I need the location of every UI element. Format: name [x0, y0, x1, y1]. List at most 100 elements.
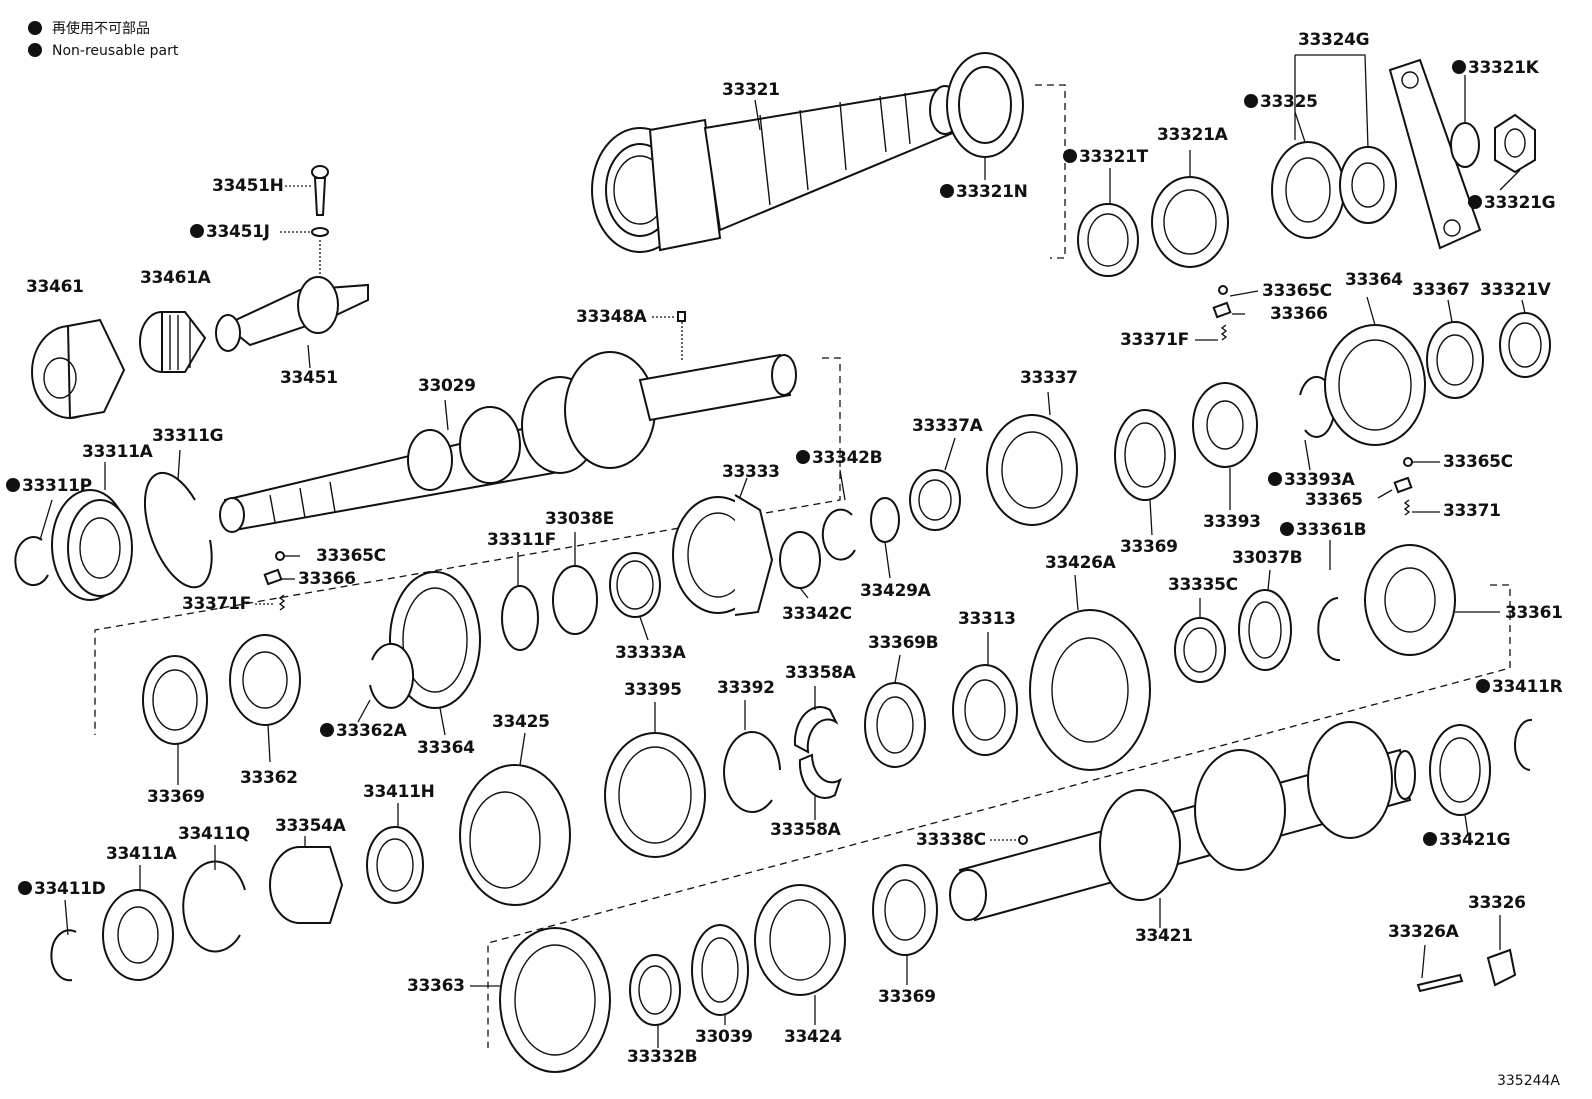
key-33365: [1393, 476, 1413, 494]
part-label-33321N[interactable]: 33321N: [940, 182, 1028, 202]
part-label-33321G[interactable]: 33321G: [1468, 193, 1556, 213]
part-label-33371[interactable]: 33371: [1443, 501, 1501, 521]
part-label-33335C[interactable]: 33335C: [1168, 575, 1238, 595]
part-label-33364[interactable]: 33364: [417, 738, 475, 758]
gear-33395: [604, 732, 706, 858]
bearing-33337A: [909, 469, 961, 531]
assembly-boundary-input: [94, 357, 841, 735]
part-label-33326[interactable]: 33326: [1468, 893, 1526, 913]
bracket-33326: [1486, 948, 1517, 987]
part-label-33421[interactable]: 33421: [1135, 926, 1193, 946]
part-label-33324G[interactable]: 33324G: [1298, 30, 1370, 50]
part-label-33358A[interactable]: 33358A: [785, 663, 856, 683]
part-label-33365C[interactable]: 33365C: [1262, 281, 1332, 301]
ring-33037B: [1238, 589, 1292, 671]
gear-33424: [754, 884, 846, 996]
half-ring-33358A-b: [798, 753, 842, 799]
pin-33348A: [677, 311, 686, 322]
part-label-33426A[interactable]: 33426A: [1045, 553, 1116, 573]
part-label-33424[interactable]: 33424: [784, 1027, 842, 1047]
part-label-33333A[interactable]: 33333A: [615, 643, 686, 663]
part-label-33321V[interactable]: 33321V: [1480, 280, 1551, 300]
part-label-33411R[interactable]: 33411R: [1476, 677, 1563, 697]
part-label-33342B[interactable]: 33342B: [796, 448, 883, 468]
part-label-33338C[interactable]: 33338C: [916, 830, 986, 850]
part-label-33366[interactable]: 33366: [298, 569, 356, 589]
part-label-33369[interactable]: 33369: [147, 787, 205, 807]
part-label-33358A[interactable]: 33358A: [770, 820, 841, 840]
part-label-33425[interactable]: 33425: [492, 712, 550, 732]
part-label-33037B[interactable]: 33037B: [1232, 548, 1303, 568]
part-label-33321K[interactable]: 33321K: [1452, 58, 1539, 78]
part-label-33369[interactable]: 33369: [878, 987, 936, 1007]
part-label-33333[interactable]: 33333: [722, 462, 780, 482]
synchro-ring-33369-a: [142, 655, 208, 745]
part-label-33361[interactable]: 33361: [1505, 603, 1563, 623]
part-label-33311G[interactable]: 33311G: [152, 426, 224, 446]
part-label-33039[interactable]: 33039: [695, 1027, 753, 1047]
part-label-33311P[interactable]: 33311P: [6, 476, 92, 496]
part-label-33321T[interactable]: 33321T: [1063, 147, 1148, 167]
snap-ring-33392: [723, 730, 781, 813]
part-label-33311F[interactable]: 33311F: [487, 530, 556, 550]
idler-shaft-33451: [215, 276, 369, 352]
part-label-33337A[interactable]: 33337A: [912, 416, 983, 436]
part-label-33393[interactable]: 33393: [1203, 512, 1261, 532]
part-label-33451[interactable]: 33451: [280, 368, 338, 388]
part-label-33421G[interactable]: 33421G: [1423, 830, 1511, 850]
part-label-33354A[interactable]: 33354A: [275, 816, 346, 836]
part-label-33367[interactable]: 33367: [1412, 280, 1470, 300]
part-label-33395[interactable]: 33395: [624, 680, 682, 700]
bearing-33325: [1271, 141, 1345, 239]
part-label-33366[interactable]: 33366: [1270, 304, 1328, 324]
part-label-33392[interactable]: 33392: [717, 678, 775, 698]
part-label-33348A[interactable]: 33348A: [576, 307, 647, 327]
gear-33333: [672, 494, 774, 616]
part-label-33371F[interactable]: 33371F: [182, 594, 251, 614]
part-label-33362A[interactable]: 33362A: [320, 721, 407, 741]
part-label-33451J[interactable]: 33451J: [190, 222, 270, 242]
collar-33354A: [269, 846, 344, 924]
part-label-33369[interactable]: 33369: [1120, 537, 1178, 557]
part-label-33311A[interactable]: 33311A: [82, 442, 153, 462]
part-label-33429A[interactable]: 33429A: [860, 581, 931, 601]
part-label-33411D[interactable]: 33411D: [18, 879, 106, 899]
filled-circle-icon: [28, 43, 42, 57]
part-label-33332B[interactable]: 33332B: [627, 1047, 698, 1067]
part-label-33313[interactable]: 33313: [958, 609, 1016, 629]
part-label-33325[interactable]: 33325: [1244, 92, 1318, 112]
synchro-ring-33369-b: [1114, 409, 1176, 501]
snap-ring-33411Q: [182, 860, 246, 953]
part-label-33321A[interactable]: 33321A: [1157, 125, 1228, 145]
part-label-33364[interactable]: 33364: [1345, 270, 1403, 290]
nut-33321G: [1494, 113, 1536, 174]
seal-33321N: [946, 52, 1024, 158]
part-label-33362[interactable]: 33362: [240, 768, 298, 788]
part-label-33337[interactable]: 33337: [1020, 368, 1078, 388]
snap-ring-33362A: [369, 642, 415, 709]
part-label-33326A[interactable]: 33326A: [1388, 922, 1459, 942]
gear-33425: [459, 764, 571, 906]
part-label-33411Q[interactable]: 33411Q: [178, 824, 250, 844]
part-label-33369B[interactable]: 33369B: [868, 633, 939, 653]
part-label-33461A[interactable]: 33461A: [140, 268, 211, 288]
bearing-33411H: [366, 826, 424, 904]
o-ring-33321K: [1450, 122, 1480, 168]
bearing-33321V: [1499, 312, 1551, 378]
part-label-33363[interactable]: 33363: [407, 976, 465, 996]
synchro-ring-33369B: [864, 682, 926, 768]
part-label-33451H[interactable]: 33451H: [212, 176, 284, 196]
part-label-33029[interactable]: 33029: [418, 376, 476, 396]
part-label-33365[interactable]: 33365: [1305, 490, 1363, 510]
part-label-33371F[interactable]: 33371F: [1120, 330, 1189, 350]
part-label-33321[interactable]: 33321: [722, 80, 780, 100]
part-label-33393A[interactable]: 33393A: [1268, 470, 1355, 490]
part-label-33411A[interactable]: 33411A: [106, 844, 177, 864]
part-label-33365C[interactable]: 33365C: [316, 546, 386, 566]
part-label-33365C[interactable]: 33365C: [1443, 452, 1513, 472]
part-label-33342C[interactable]: 33342C: [782, 604, 852, 624]
part-label-33038E[interactable]: 33038E: [545, 509, 614, 529]
part-label-33411H[interactable]: 33411H: [363, 782, 435, 802]
part-label-33461[interactable]: 33461: [26, 277, 84, 297]
part-label-33361B[interactable]: 33361B: [1280, 520, 1367, 540]
